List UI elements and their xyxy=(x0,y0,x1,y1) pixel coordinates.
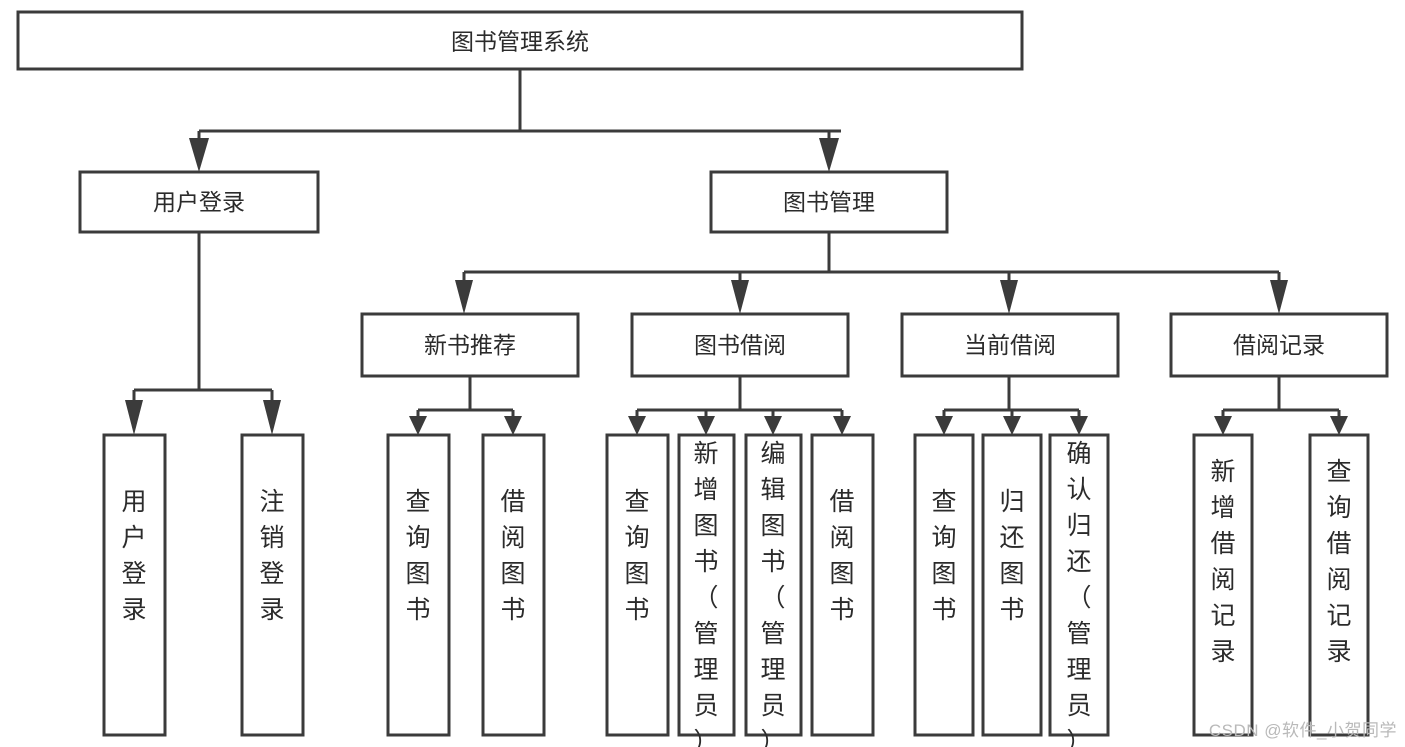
node-leaf-query-record-box[interactable] xyxy=(1308,433,1370,737)
node-root-label: 图书管理系统 xyxy=(451,29,589,55)
node-leaf-add-book-label: 新增图书（管理员） xyxy=(693,440,718,747)
arrow-head-icon xyxy=(409,416,427,435)
node-user-login-box[interactable] xyxy=(78,170,320,234)
node-leaf-borrow-book-2[interactable]: 借阅图书 xyxy=(810,433,875,737)
csdn-watermark: CSDN @软件_小贺同学 xyxy=(1208,721,1397,740)
arrow-head-icon xyxy=(455,280,473,314)
node-borrow-record[interactable]: 借阅记录 xyxy=(1169,312,1389,378)
node-leaf-add-record-box[interactable] xyxy=(1192,433,1254,737)
arrow-head-icon xyxy=(1270,280,1288,314)
arrow-head-icon xyxy=(504,416,522,435)
node-leaf-query-record-label: 查询借阅记录 xyxy=(1326,458,1351,666)
arrow-head-icon xyxy=(1003,416,1021,435)
arrow-head-icon xyxy=(1000,280,1018,314)
node-leaf-return-book-box[interactable] xyxy=(981,433,1043,737)
node-leaf-confirm-return-label: 确认归还（管理员） xyxy=(1066,440,1091,747)
node-book-borrow[interactable]: 图书借阅 xyxy=(630,312,850,378)
node-leaf-query-book-2[interactable]: 查询图书 xyxy=(605,433,670,737)
arrow-head-icon xyxy=(628,416,646,435)
arrow-head-icon xyxy=(1214,416,1232,435)
connector-group-root xyxy=(189,69,841,172)
connector-group-current-borrow xyxy=(935,376,1088,435)
arrow-head-icon xyxy=(1070,416,1088,435)
node-leaf-add-book-box[interactable] xyxy=(677,433,736,737)
node-leaf-query-book-3-label: 查询图书 xyxy=(931,488,956,624)
node-leaf-query-book-3[interactable]: 查询图书 xyxy=(913,433,975,737)
arrow-head-icon xyxy=(263,400,281,435)
node-leaf-add-record-label: 新增借阅记录 xyxy=(1210,458,1235,666)
node-leaf-borrow-book-1-label: 借阅图书 xyxy=(500,488,525,624)
node-leaf-query-book-1[interactable]: 查询图书 xyxy=(386,433,451,737)
node-book-management[interactable]: 图书管理 xyxy=(709,170,949,234)
node-book-management-label: 图书管理 xyxy=(783,189,875,215)
node-book-borrow-label: 图书借阅 xyxy=(694,332,786,358)
node-leaf-edit-book[interactable]: 编辑图书（管理员） xyxy=(744,433,803,747)
connector-group-user-login xyxy=(125,232,281,435)
node-current-borrow-label: 当前借阅 xyxy=(964,332,1056,358)
node-leaf-edit-book-label: 编辑图书（管理员） xyxy=(760,440,785,747)
node-leaf-user-login-box[interactable] xyxy=(102,433,167,737)
node-leaf-logout[interactable]: 注销登录 xyxy=(240,433,305,737)
node-leaf-return-book[interactable]: 归还图书 xyxy=(981,433,1043,737)
node-new-book-recommend-label: 新书推荐 xyxy=(424,332,516,358)
node-leaf-confirm-return-box[interactable] xyxy=(1048,433,1110,737)
node-book-borrow-box[interactable] xyxy=(630,312,850,378)
connector-group-book-borrow xyxy=(628,376,851,435)
node-leaf-query-book-2-box[interactable] xyxy=(605,433,670,737)
node-new-book-recommend[interactable]: 新书推荐 xyxy=(360,312,580,378)
node-borrow-record-label: 借阅记录 xyxy=(1233,332,1325,358)
node-new-book-recommend-box[interactable] xyxy=(360,312,580,378)
node-leaf-user-login-label: 用户登录 xyxy=(121,488,146,624)
arrow-head-icon xyxy=(764,416,782,435)
node-leaf-query-record[interactable]: 查询借阅记录 xyxy=(1308,433,1370,737)
node-leaf-query-book-1-label: 查询图书 xyxy=(405,488,430,624)
arrow-head-icon xyxy=(1330,416,1348,435)
node-leaf-add-book[interactable]: 新增图书（管理员） xyxy=(677,433,736,747)
node-leaf-borrow-book-2-label: 借阅图书 xyxy=(829,488,854,624)
node-leaf-query-book-1-box[interactable] xyxy=(386,433,451,737)
arrow-head-icon xyxy=(819,138,839,172)
connector-group-book-management xyxy=(455,232,1288,314)
arrow-head-icon xyxy=(125,400,143,435)
node-leaf-confirm-return[interactable]: 确认归还（管理员） xyxy=(1048,433,1110,747)
node-leaf-query-book-3-box[interactable] xyxy=(913,433,975,737)
arrow-head-icon xyxy=(731,280,749,314)
connector-group-borrow-record xyxy=(1214,376,1348,435)
node-leaf-add-record[interactable]: 新增借阅记录 xyxy=(1192,433,1254,737)
arrow-head-icon xyxy=(189,138,209,172)
node-current-borrow-box[interactable] xyxy=(900,312,1120,378)
node-borrow-record-box[interactable] xyxy=(1169,312,1389,378)
connector-group-new-book-recommend xyxy=(409,376,522,435)
arrow-head-icon xyxy=(833,416,851,435)
node-leaf-edit-book-box[interactable] xyxy=(744,433,803,737)
node-leaf-user-login[interactable]: 用户登录 xyxy=(102,433,167,737)
node-root[interactable]: 图书管理系统 xyxy=(16,10,1024,71)
node-root-box[interactable] xyxy=(16,10,1024,71)
node-leaf-borrow-book-2-box[interactable] xyxy=(810,433,875,737)
arrow-head-icon xyxy=(935,416,953,435)
node-leaf-logout-box[interactable] xyxy=(240,433,305,737)
arrow-head-icon xyxy=(697,416,715,435)
node-leaf-return-book-label: 归还图书 xyxy=(999,488,1024,624)
node-user-login[interactable]: 用户登录 xyxy=(78,170,320,234)
node-book-management-box[interactable] xyxy=(709,170,949,234)
node-current-borrow[interactable]: 当前借阅 xyxy=(900,312,1120,378)
node-user-login-label: 用户登录 xyxy=(153,189,245,215)
node-leaf-logout-label: 注销登录 xyxy=(259,488,284,624)
node-leaf-borrow-book-1[interactable]: 借阅图书 xyxy=(481,433,546,737)
node-leaf-borrow-book-1-box[interactable] xyxy=(481,433,546,737)
node-leaf-query-book-2-label: 查询图书 xyxy=(624,488,649,624)
